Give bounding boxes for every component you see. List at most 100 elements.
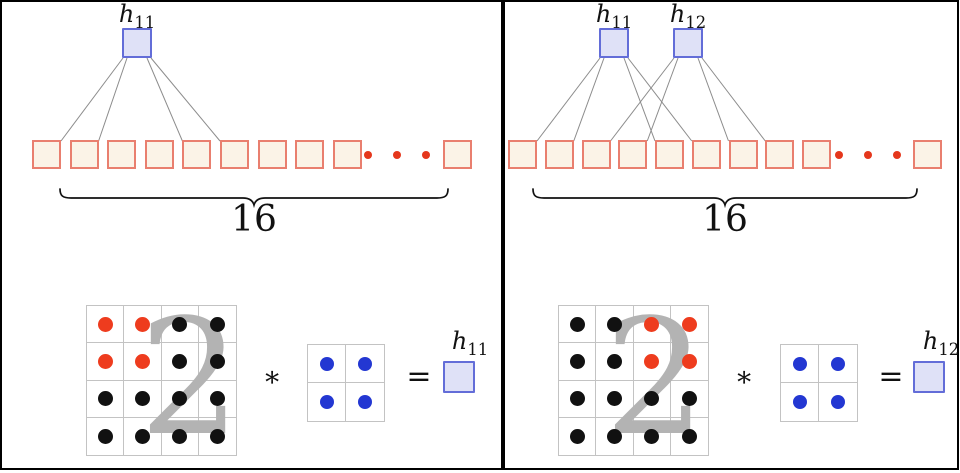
input-image-grid bbox=[86, 305, 237, 456]
input-pixel-square bbox=[107, 140, 137, 169]
pixel-dot-red bbox=[134, 316, 150, 332]
input-image-grid-cell bbox=[559, 343, 597, 381]
connection-line bbox=[98, 57, 128, 142]
input-image-grid-cell bbox=[559, 417, 597, 455]
brace-count-label: 16 bbox=[702, 199, 748, 240]
input-image-grid-cell bbox=[671, 418, 708, 455]
brace bbox=[532, 188, 918, 209]
input-pixel-square bbox=[220, 140, 249, 169]
pixel-dot-red bbox=[681, 353, 697, 369]
kernel-grid bbox=[307, 344, 385, 422]
input-pixel-square bbox=[765, 140, 795, 169]
input-image-grid-cell bbox=[634, 417, 671, 455]
digit-overlay: 2 bbox=[139, 284, 241, 471]
kernel-grid-cell bbox=[346, 383, 384, 421]
hidden-unit-label-subscript: 11 bbox=[611, 12, 633, 32]
connection-line bbox=[60, 57, 124, 142]
input-image-grid-cell bbox=[124, 306, 162, 344]
pixel-dot-red bbox=[97, 316, 113, 332]
kernel-grid-cell bbox=[308, 383, 346, 421]
kernel-dot-blue bbox=[319, 356, 334, 371]
pixel-dot-black bbox=[681, 428, 697, 444]
hidden-unit-label: h11 bbox=[119, 2, 155, 31]
kernel-dot-blue bbox=[831, 395, 845, 409]
input-image-grid-cell bbox=[670, 306, 708, 344]
pixel-dot-black bbox=[209, 316, 225, 332]
pixel-dot-red bbox=[97, 353, 113, 369]
input-image-grid-cell bbox=[198, 381, 236, 418]
input-image-grid-cell bbox=[87, 306, 125, 344]
equals-sign: = bbox=[878, 359, 904, 394]
pixel-dot-black bbox=[172, 353, 188, 369]
input-image-grid-cell bbox=[87, 417, 125, 455]
ellipsis-dot bbox=[893, 151, 901, 159]
input-image-grid-cell bbox=[199, 418, 236, 455]
input-image-grid-cell bbox=[596, 417, 634, 455]
input-pixel-square bbox=[913, 140, 942, 169]
input-pixel-square bbox=[144, 140, 174, 169]
input-pixel-square bbox=[443, 140, 472, 169]
input-image-grid-cell bbox=[596, 306, 634, 344]
input-pixel-square bbox=[332, 140, 362, 169]
result-unit-label-subscript: 12 bbox=[938, 339, 960, 359]
ellipsis-dot bbox=[364, 151, 372, 159]
pixel-dot-red bbox=[644, 316, 660, 332]
hidden-unit-label: h12 bbox=[670, 2, 706, 31]
brace bbox=[59, 188, 449, 209]
input-image-grid-cell bbox=[161, 380, 199, 418]
pixel-dot-black bbox=[569, 353, 585, 369]
ellipsis-dot bbox=[422, 151, 430, 159]
kernel-grid-cell bbox=[781, 345, 819, 383]
input-pixel-square bbox=[802, 140, 831, 169]
kernel-grid bbox=[780, 344, 858, 422]
hidden-unit-label-base: h bbox=[669, 0, 686, 28]
input-image-grid bbox=[558, 305, 709, 456]
pixel-dot-black bbox=[134, 391, 150, 407]
pixel-dot-black bbox=[172, 428, 188, 444]
connection-line bbox=[610, 57, 675, 142]
connections-layer bbox=[59, 57, 449, 209]
result-unit-label: h11 bbox=[452, 329, 488, 358]
kernel-grid-cell bbox=[819, 383, 857, 421]
brace-count-label: 16 bbox=[231, 199, 277, 240]
hidden-unit-label-subscript: 11 bbox=[134, 12, 156, 32]
input-image-grid-cell bbox=[633, 306, 671, 344]
connection-line bbox=[627, 57, 693, 142]
input-pixel-square bbox=[69, 140, 99, 169]
pixel-dot-black bbox=[606, 428, 622, 444]
pixel-dot-black bbox=[681, 391, 697, 407]
hidden-unit-label: h11 bbox=[596, 2, 632, 31]
input-image-grid-cell bbox=[124, 417, 162, 455]
input-image-grid-cell bbox=[87, 343, 125, 381]
input-image-grid-cell bbox=[596, 343, 634, 381]
pixel-dot-black bbox=[569, 316, 585, 332]
hidden-unit-node bbox=[673, 28, 703, 58]
pixel-dot-black bbox=[606, 316, 622, 332]
input-pixel-square bbox=[508, 140, 537, 169]
pixel-dot-red bbox=[644, 353, 660, 369]
pixel-dot-black bbox=[606, 353, 622, 369]
pixel-dot-black bbox=[97, 391, 113, 407]
pixel-dot-black bbox=[209, 353, 225, 369]
hidden-unit-label-subscript: 12 bbox=[685, 12, 707, 32]
input-pixel-square bbox=[182, 140, 212, 169]
input-image-grid-cell bbox=[198, 343, 236, 381]
kernel-grid-cell bbox=[781, 383, 819, 421]
input-image-grid-cell bbox=[559, 306, 597, 344]
equals-sign: = bbox=[406, 359, 432, 394]
hidden-unit-label-base: h bbox=[118, 0, 135, 28]
kernel-dot-blue bbox=[831, 356, 845, 371]
connection-line bbox=[701, 57, 766, 142]
kernel-grid-cell bbox=[819, 345, 857, 383]
pixel-dot-black bbox=[172, 391, 188, 407]
input-image-grid-cell bbox=[161, 306, 199, 344]
connections-layer bbox=[532, 57, 918, 209]
result-unit-node bbox=[913, 361, 945, 393]
pixel-dot-black bbox=[644, 428, 660, 444]
pixel-dot-black bbox=[569, 391, 585, 407]
ellipsis-dot bbox=[835, 151, 843, 159]
input-pixel-square bbox=[32, 140, 61, 169]
input-image-grid-cell bbox=[162, 417, 199, 455]
